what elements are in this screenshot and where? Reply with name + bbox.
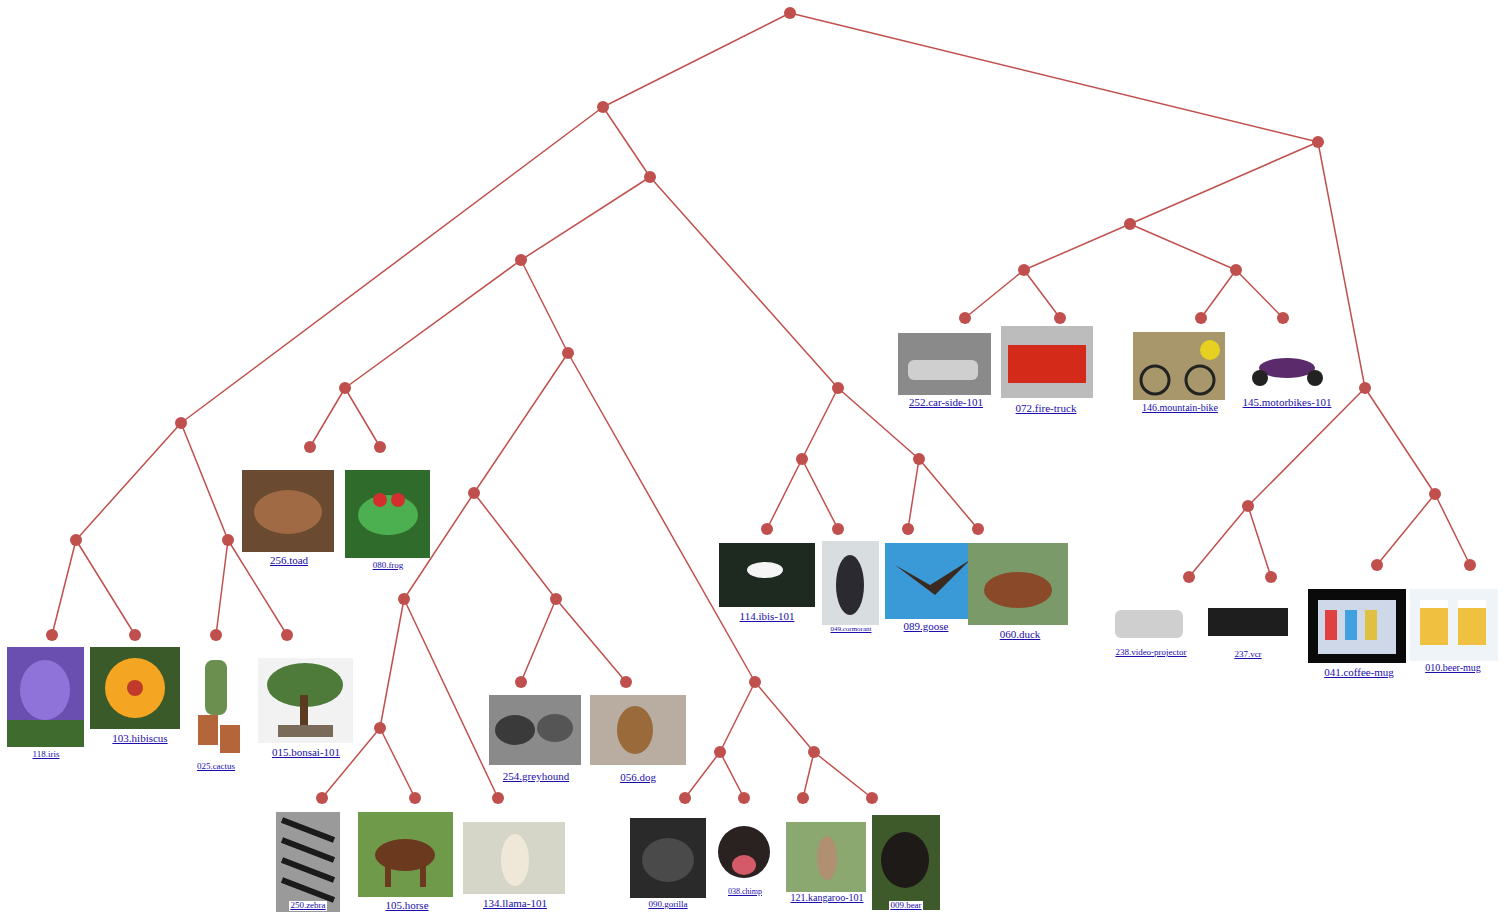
- category-caption: 010.beer-mug: [1424, 662, 1482, 673]
- category-caption: 114.ibis-101: [739, 610, 796, 622]
- category-caption: 103.hibiscus: [111, 732, 168, 744]
- category-caption: 121.kangaroo-101: [789, 892, 864, 903]
- category-caption: 146.mountain-bike: [1141, 402, 1219, 413]
- category-caption: 145.motorbikes-101: [1242, 396, 1333, 408]
- category-caption: 118.iris: [32, 750, 61, 760]
- category-caption: 254.greyhound: [502, 770, 570, 782]
- category-caption: 256.toad: [269, 554, 309, 566]
- category-caption: 134.llama-101: [482, 897, 548, 909]
- dendrogram-branches: [52, 13, 1470, 798]
- category-caption: 080.frog: [372, 561, 405, 571]
- category-caption: 089.goose: [903, 620, 950, 632]
- category-caption: 056.dog: [619, 771, 657, 783]
- category-caption: 250.zebra: [289, 901, 326, 911]
- category-caption: 049.cormorant: [829, 626, 872, 634]
- category-caption: 038.chimp: [727, 888, 763, 897]
- category-caption: 252.car-side-101: [908, 396, 984, 408]
- category-caption: 090.gorilla: [647, 900, 688, 910]
- category-caption: 105.horse: [384, 899, 429, 911]
- category-caption: 009.bear: [889, 901, 922, 911]
- category-caption: 041.coffee-mug: [1323, 666, 1395, 678]
- category-caption: 072.fire-truck: [1015, 402, 1078, 414]
- category-caption: 015.bonsai-101: [271, 746, 341, 758]
- photo-thumbnails: [7, 326, 1498, 912]
- category-caption: 025.cactus: [196, 762, 236, 772]
- category-caption: 238.video-projector: [1114, 648, 1187, 658]
- category-caption: 060.duck: [999, 628, 1042, 640]
- category-caption: 237.vcr: [1233, 650, 1262, 660]
- dendrogram-dots: [46, 7, 1476, 804]
